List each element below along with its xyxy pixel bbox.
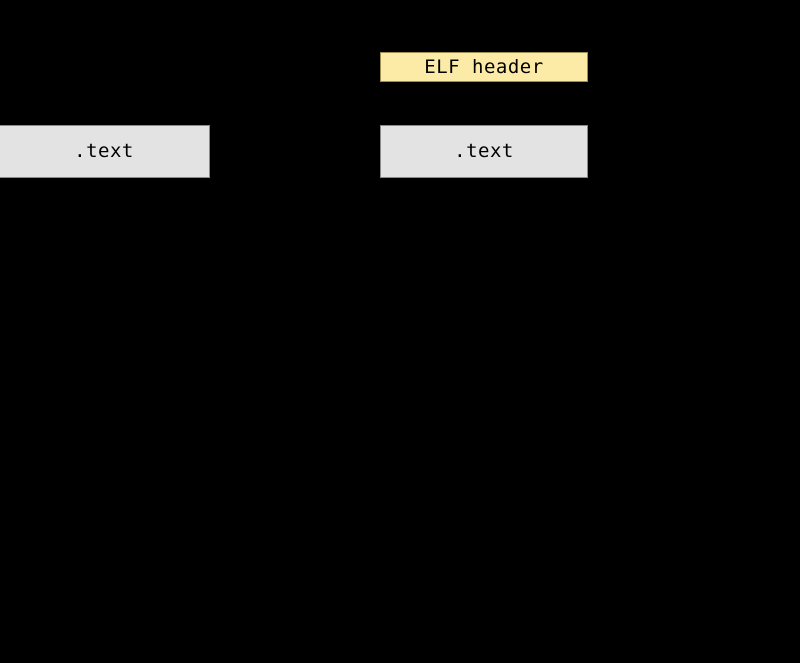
node-text-section-left[interactable]: .text [0, 125, 210, 178]
node-elf-header[interactable]: ELF header [380, 52, 588, 82]
node-text-section-right-label: .text [454, 140, 514, 162]
node-elf-header-label: ELF header [424, 55, 544, 78]
node-text-section-left-label: .text [74, 140, 134, 162]
node-text-section-right[interactable]: .text [380, 125, 588, 178]
